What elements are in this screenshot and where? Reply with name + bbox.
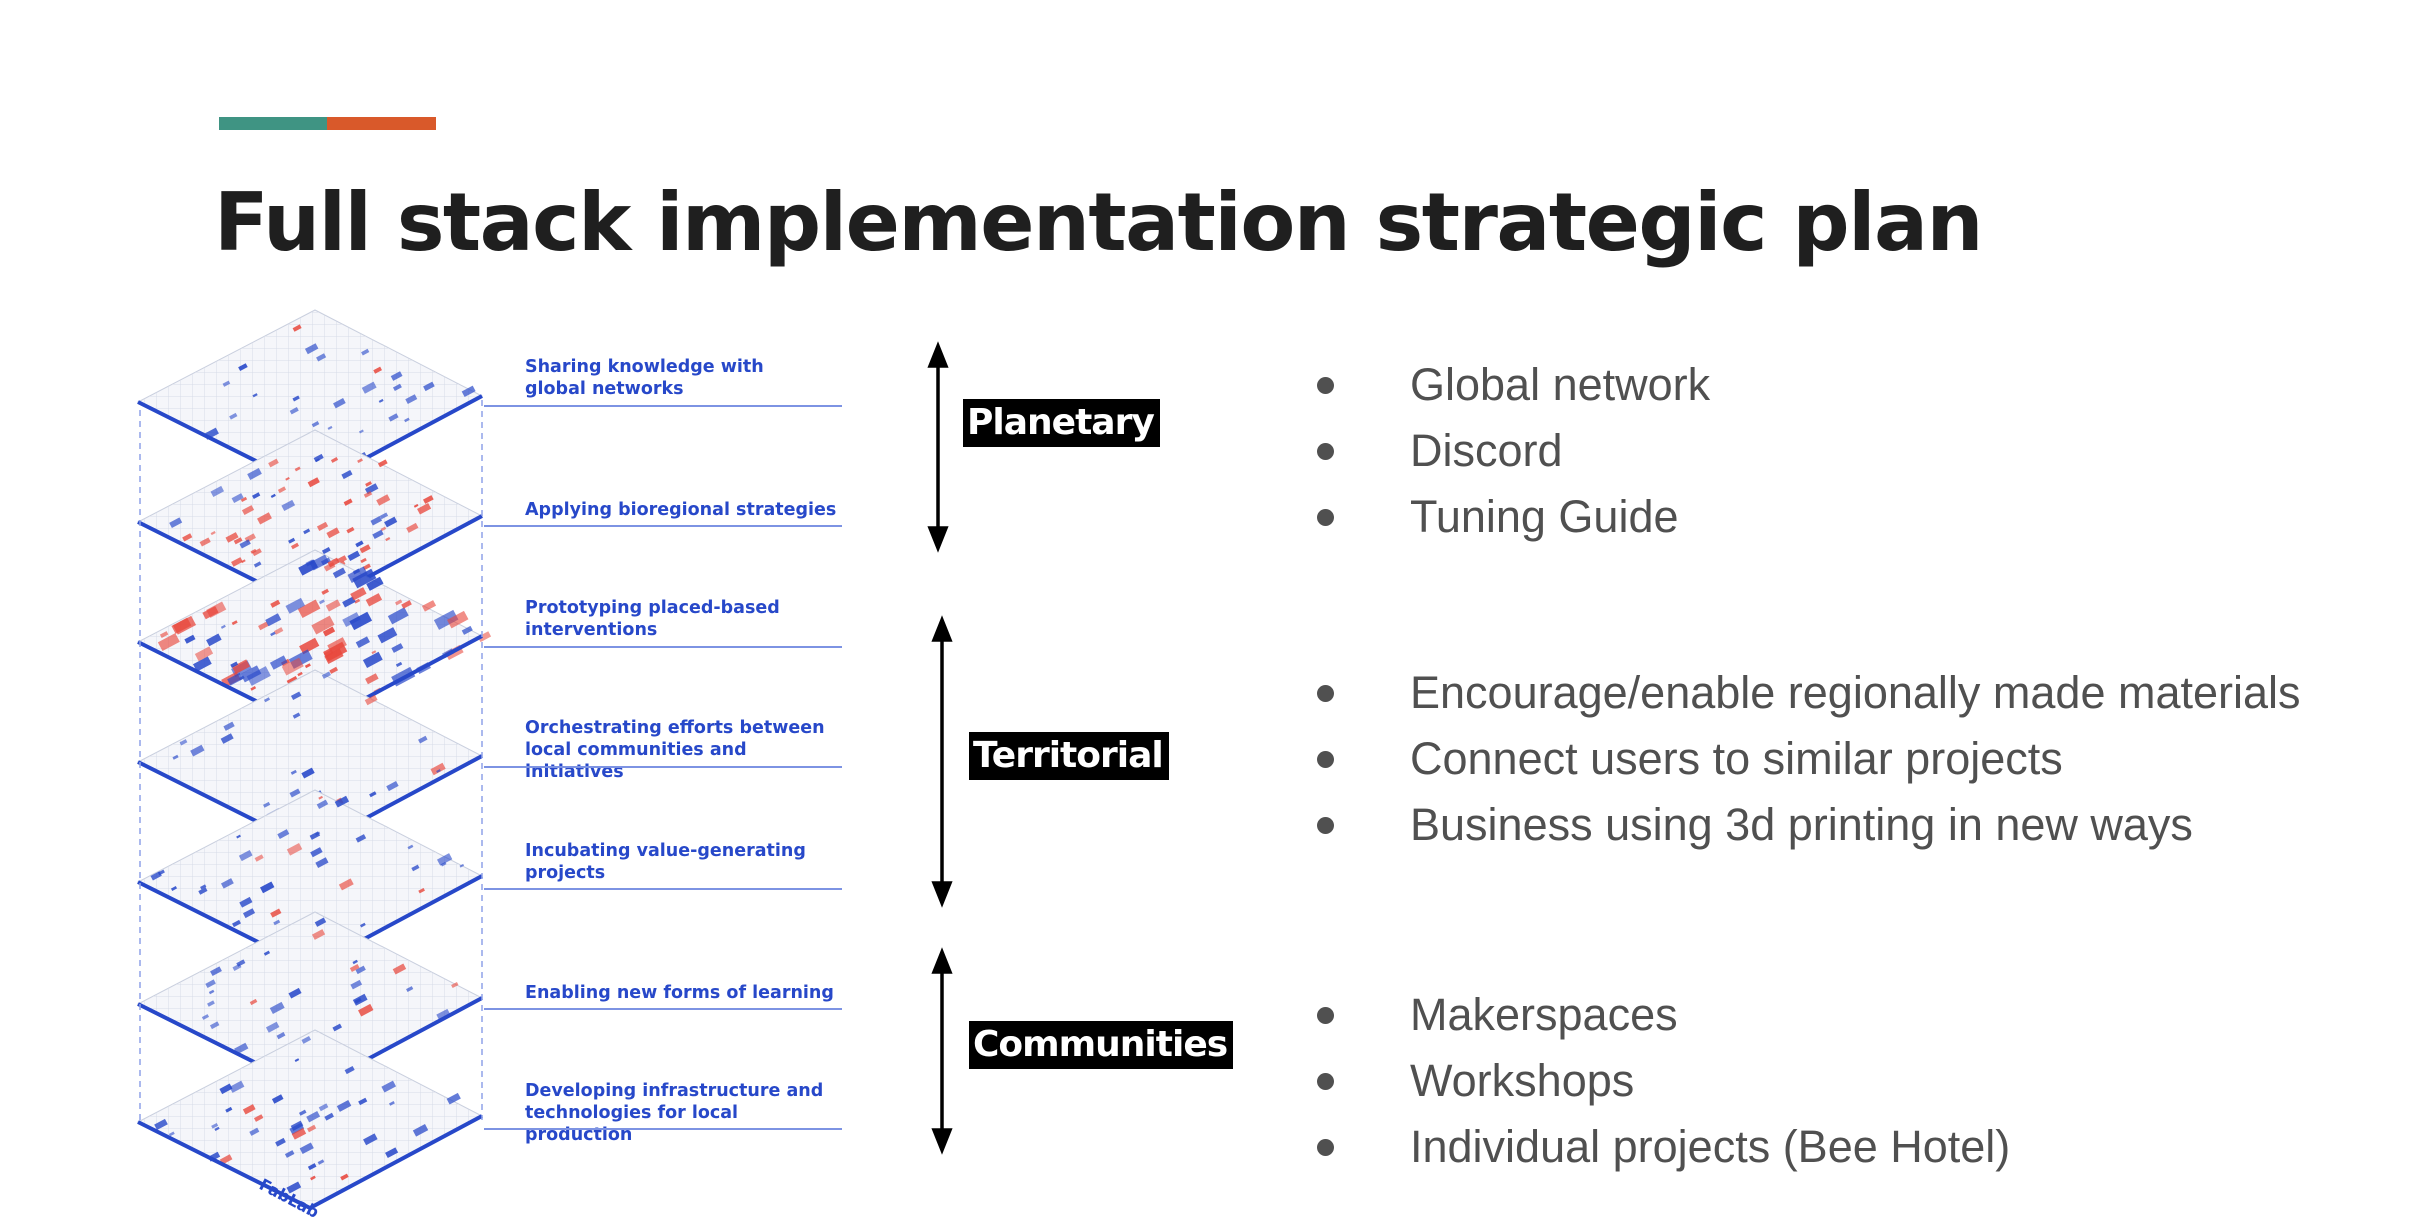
title-accent-bar — [219, 117, 436, 130]
bullet-icon — [1317, 1007, 1334, 1024]
list-item: Makerspaces — [1317, 982, 2010, 1048]
communities-bullet-list: Makerspaces Workshops Individual project… — [1317, 982, 2010, 1180]
bullet-icon — [1317, 509, 1334, 526]
scale-label-territorial: Territorial — [969, 732, 1169, 780]
bullet-icon — [1317, 751, 1334, 768]
accent-bar-teal — [219, 117, 327, 130]
isometric-layer-stack-illustration: FabLab — [136, 309, 492, 1222]
layer-label-infrastructure: Developing infrastructure and technologi… — [525, 1081, 824, 1145]
layer-plate-infrastructure — [136, 1029, 484, 1211]
list-item: Discord — [1317, 418, 1710, 484]
bullet-icon — [1317, 443, 1334, 460]
layer-leader-line — [484, 766, 842, 768]
layer-leader-line — [484, 525, 842, 527]
layer-plate-prototyping — [136, 549, 492, 731]
layer-leader-line — [484, 646, 842, 648]
layer-label-bioregional: Applying bioregional strategies — [525, 500, 837, 520]
territorial-bullet-list: Encourage/enable regionally made materia… — [1317, 660, 2301, 858]
list-item: Workshops — [1317, 1048, 2010, 1114]
layer-plate-incubating — [136, 789, 484, 971]
layer-plate-learning — [136, 911, 484, 1093]
bullet-icon — [1317, 1139, 1334, 1156]
accent-bar-orange — [327, 117, 436, 130]
scale-label-planetary: Planetary — [963, 399, 1160, 447]
layer-leader-line — [484, 405, 842, 407]
list-item: Individual projects (Bee Hotel) — [1317, 1114, 2010, 1180]
bullet-icon — [1317, 377, 1334, 394]
list-item: Tuning Guide — [1317, 484, 1710, 550]
bullet-icon — [1317, 1073, 1334, 1090]
list-item: Business using 3d printing in new ways — [1317, 792, 2301, 858]
layer-label-global-networks: Sharing knowledge with global networks — [525, 357, 764, 399]
scale-label-communities: Communities — [969, 1021, 1234, 1069]
layer-leader-line — [484, 1008, 842, 1010]
layer-leader-line — [484, 1128, 842, 1130]
bullet-icon — [1317, 685, 1334, 702]
slide-title: Full stack implementation strategic plan — [214, 176, 1983, 269]
planetary-bullet-list: Global network Discord Tuning Guide — [1317, 352, 1710, 550]
layer-label-orchestrating: Orchestrating efforts between local comm… — [525, 718, 825, 782]
layer-label-learning: Enabling new forms of learning — [525, 983, 834, 1003]
layer-label-incubating: Incubating value-generating projects — [525, 841, 806, 883]
scale-arrows — [927, 341, 953, 1155]
list-item: Connect users to similar projects — [1317, 726, 2301, 792]
layer-leader-line — [484, 888, 842, 890]
bullet-icon — [1317, 817, 1334, 834]
list-item: Encourage/enable regionally made materia… — [1317, 660, 2301, 726]
layer-label-prototyping: Prototyping placed-based interventions — [525, 598, 780, 640]
list-item: Global network — [1317, 352, 1710, 418]
